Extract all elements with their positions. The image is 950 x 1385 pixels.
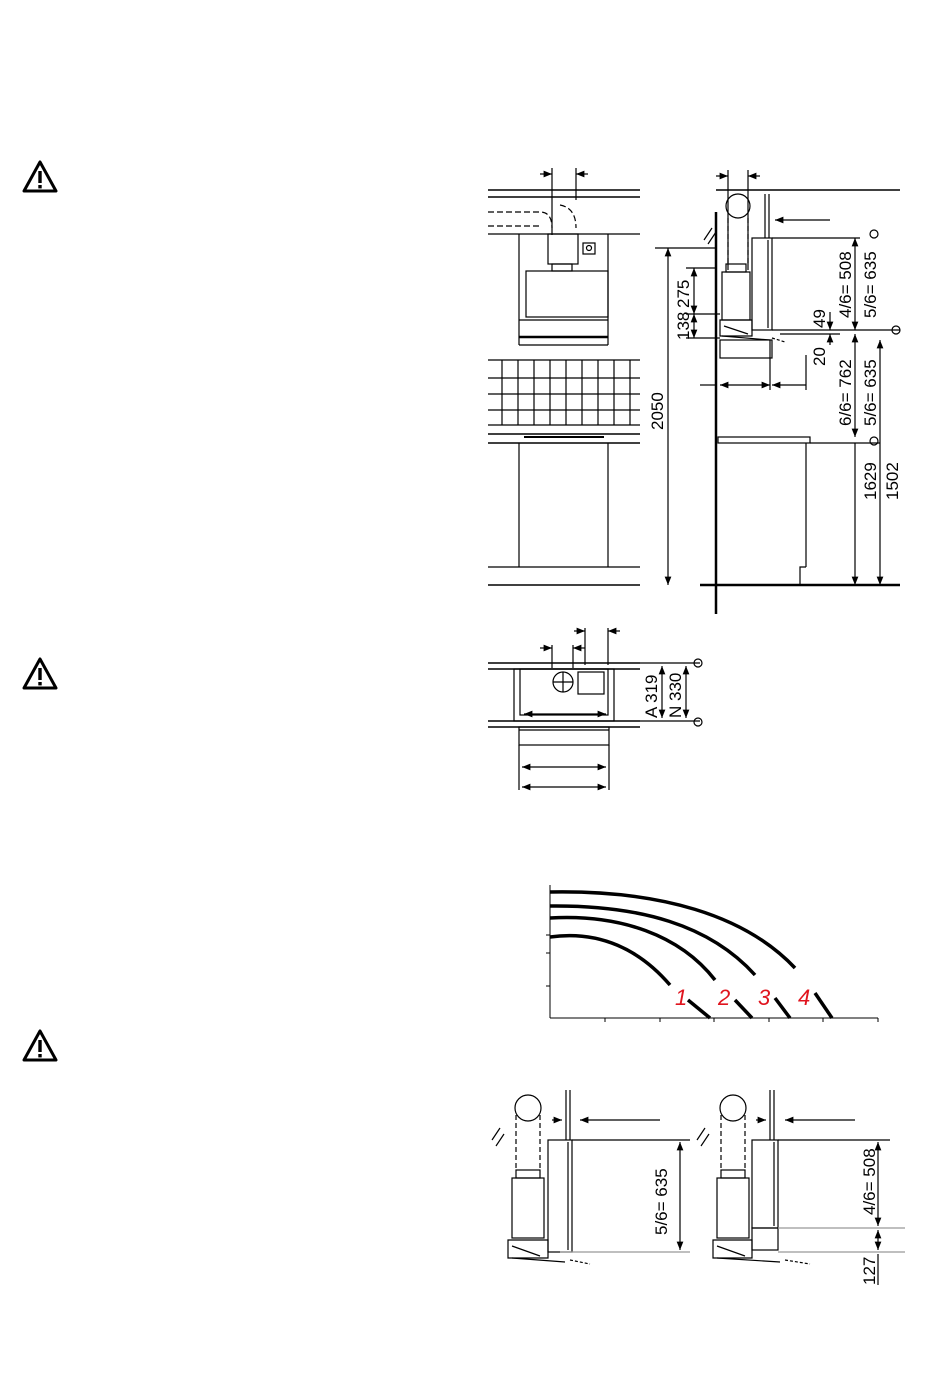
curve-label-3: 3	[758, 985, 771, 1010]
dim-detail-right-127: 127	[860, 1257, 879, 1285]
dim-49: 49	[810, 309, 829, 328]
curve-1	[550, 936, 670, 985]
dim-detail-left-5-6-635: 5/6= 635	[652, 1168, 671, 1235]
top-view-dimensions: A 319 N 330	[642, 673, 685, 718]
dim-1502: 1502	[883, 462, 902, 500]
curve-label-1: 1	[675, 985, 687, 1010]
side-view-dimensions: 138 275 2050 49 20 4/6= 508 5/6= 635 6/6…	[648, 251, 902, 500]
curve-label-4: 4	[798, 985, 810, 1010]
performance-curves-graph	[546, 885, 878, 1022]
dim-275: 275	[674, 280, 693, 308]
dim-2050: 2050	[648, 392, 667, 430]
dim-6-6-762: 6/6= 762	[836, 359, 855, 426]
dim-138: 138	[674, 312, 693, 340]
dim-a-319: A 319	[642, 675, 661, 719]
curve-label-2: 2	[717, 985, 730, 1010]
dim-4-6-508: 4/6= 508	[836, 251, 855, 318]
dim-5-6-635-top: 5/6= 635	[861, 251, 880, 318]
curve-4	[550, 892, 795, 968]
dim-1629: 1629	[861, 462, 880, 500]
front-view-drawing	[488, 168, 640, 585]
curve-2	[550, 918, 715, 980]
dim-detail-right-4-6-508: 4/6= 508	[860, 1148, 879, 1215]
dim-20: 20	[810, 347, 829, 366]
dim-5-6-635-mid: 5/6= 635	[861, 359, 880, 426]
dim-n-330: N 330	[666, 673, 685, 718]
